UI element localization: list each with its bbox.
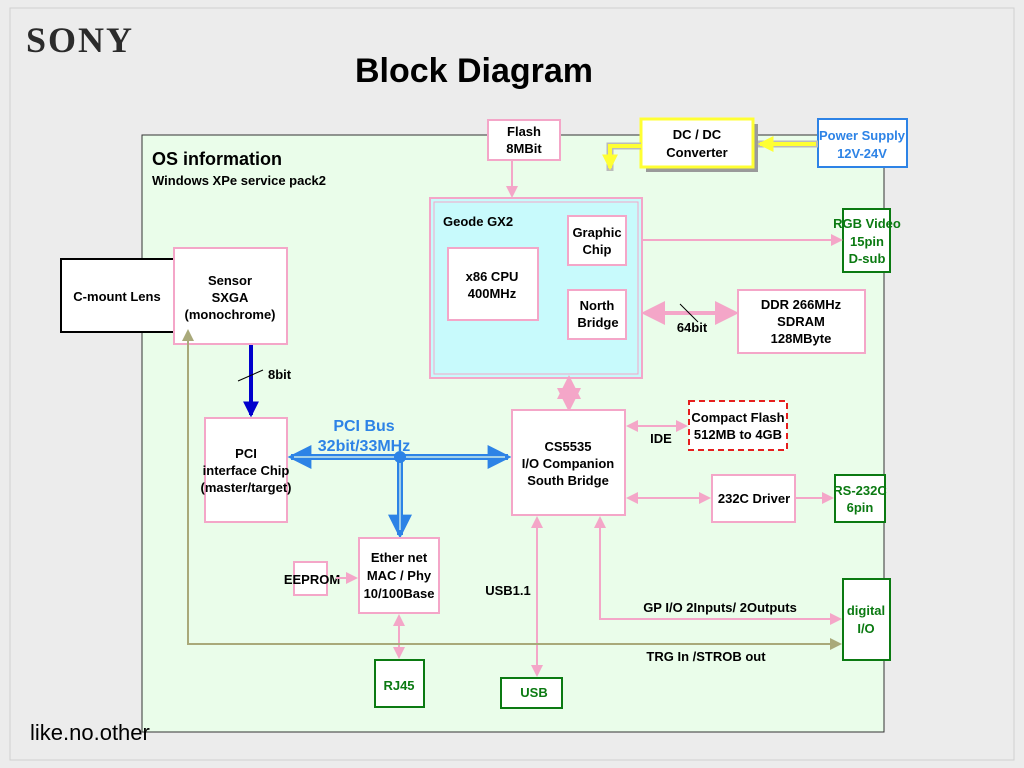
power-supply-block — [817, 118, 908, 168]
digital-io-block — [842, 578, 891, 661]
pci-interface-label-2: interface Chip — [203, 463, 290, 478]
usb-block — [500, 677, 563, 709]
usb-label: USB — [520, 685, 547, 700]
ide-label: IDE — [650, 431, 672, 446]
pci-bus-junction — [394, 451, 406, 463]
digital-io-label-1: digital — [847, 603, 885, 618]
dcdc-label-1: DC / DC — [673, 127, 722, 142]
graphic-chip-label-2: Chip — [583, 242, 612, 257]
flash-label-1: Flash — [507, 124, 541, 139]
north-bridge-label-1: North — [580, 298, 615, 313]
trg-label: TRG In /STROB out — [646, 649, 766, 664]
rgb-video-label-3: D-sub — [849, 251, 886, 266]
ethernet-label-2: MAC / Phy — [367, 568, 432, 583]
rj45-label: RJ45 — [383, 678, 414, 693]
sensor-label-3: (monochrome) — [185, 307, 276, 322]
graphic-chip-label-1: Graphic — [572, 225, 621, 240]
digital-io-label-2: I/O — [857, 621, 874, 636]
flash-label-2: 8MBit — [506, 141, 542, 156]
graphic-chip-block — [567, 215, 627, 266]
geode-gx2-label: Geode GX2 — [443, 214, 513, 229]
cmount-lens-label: C-mount Lens — [73, 289, 160, 304]
x86-cpu-block — [447, 247, 539, 321]
rgb-video-label-1: RGB Video — [833, 216, 901, 231]
gpio-label: GP I/O 2Inputs/ 2Outputs — [643, 600, 797, 615]
dcdc-label-2: Converter — [666, 145, 727, 160]
cs5535-label-1: CS5535 — [545, 439, 592, 454]
sensor-label-1: Sensor — [208, 273, 252, 288]
rs232c-label-2: 6pin — [847, 500, 874, 515]
ddr-label-2: SDRAM — [777, 314, 825, 329]
rs232c-label-1: RS-232C — [833, 483, 887, 498]
pci-interface-label-3: (master/target) — [200, 480, 291, 495]
slogan: like.no.other — [30, 720, 150, 745]
power-supply-label-2: 12V-24V — [837, 146, 887, 161]
ethernet-label-1: Ether net — [371, 550, 428, 565]
rgb-video-block — [842, 208, 891, 273]
x86-cpu-label-2: 400MHz — [468, 286, 517, 301]
north-bridge-label-2: Bridge — [577, 315, 618, 330]
rs232c-block — [834, 474, 886, 523]
cs5535-label-2: I/O Companion — [522, 456, 615, 471]
cs5535-label-3: South Bridge — [527, 473, 609, 488]
x86-cpu-label-1: x86 CPU — [466, 269, 519, 284]
usb11-label: USB1.1 — [485, 583, 531, 598]
pci-bus-label-1: PCI Bus — [333, 418, 394, 435]
os-info-title: OS information — [152, 149, 282, 169]
ethernet-label-3: 10/100Base — [364, 586, 435, 601]
sony-logo: SONY — [26, 20, 134, 60]
power-supply-label-1: Power Supply — [819, 128, 906, 143]
ddr-label-1: DDR 266MHz — [761, 297, 842, 312]
sensor-label-2: SXGA — [212, 290, 249, 305]
cmount-lens-block — [60, 258, 175, 333]
pci-interface-label-1: PCI — [235, 446, 257, 461]
os-info-subtitle: Windows XPe service pack2 — [152, 173, 326, 188]
bus-8bit-label: 8bit — [268, 367, 292, 382]
sensor-block — [173, 247, 288, 345]
compact-flash-label-1: Compact Flash — [691, 410, 784, 425]
232c-driver-label: 232C Driver — [718, 491, 790, 506]
dcdc-to-board-arrow — [602, 144, 641, 171]
rj45-block — [374, 659, 425, 708]
flash-block — [487, 119, 561, 161]
eeprom-label: EEPROM — [284, 572, 340, 587]
page-title: Block Diagram — [355, 52, 593, 90]
bus-64bit-label: 64bit — [677, 320, 708, 335]
compact-flash-block — [688, 400, 788, 451]
rgb-video-label-2: 15pin — [850, 234, 884, 249]
ddr-label-3: 128MByte — [771, 331, 832, 346]
trg-strob-arrow — [182, 329, 842, 650]
compact-flash-label-2: 512MB to 4GB — [694, 427, 782, 442]
